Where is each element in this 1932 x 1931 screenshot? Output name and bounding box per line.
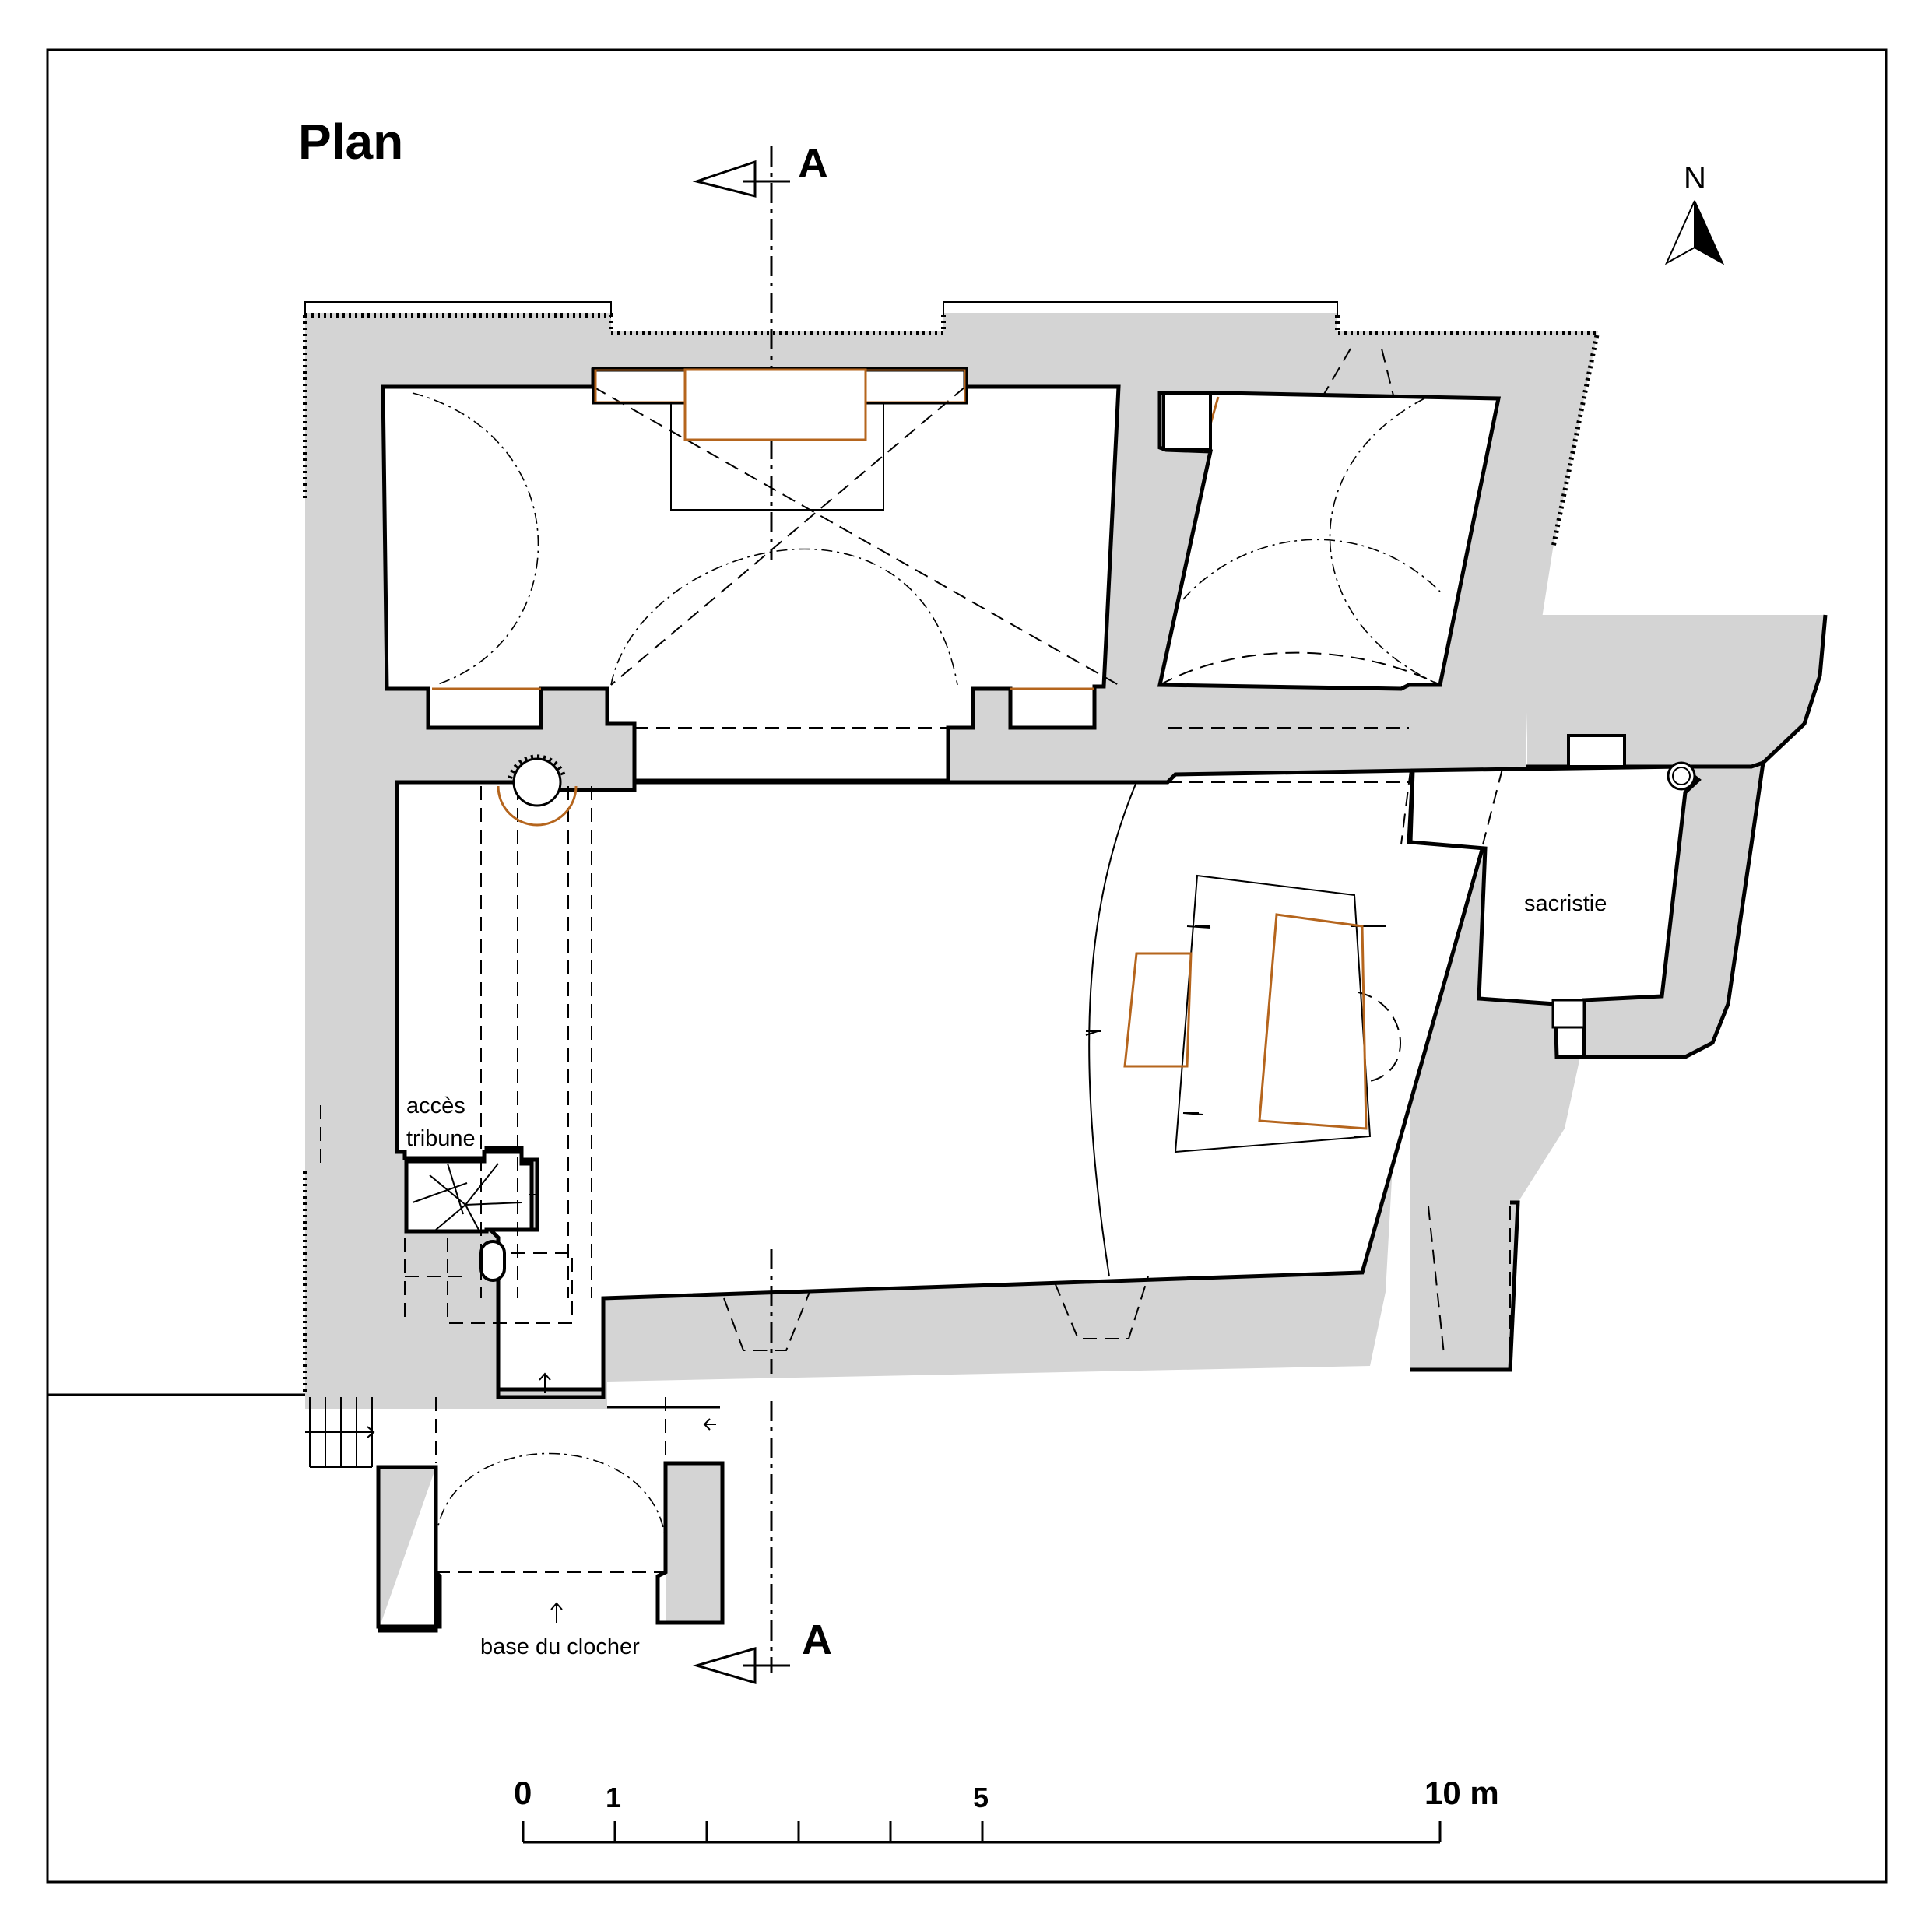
scale-label-1: 1 bbox=[606, 1782, 621, 1813]
room-label-acces-line1: accès bbox=[406, 1094, 465, 1118]
pillar-circle bbox=[512, 757, 562, 807]
sacristy-column bbox=[1667, 761, 1696, 791]
furnishings bbox=[432, 367, 1615, 1153]
scale-label-5: 5 bbox=[973, 1782, 989, 1813]
room-label-acces-line2: tribune bbox=[406, 1126, 476, 1151]
main-altar bbox=[1258, 913, 1368, 1130]
features bbox=[305, 391, 1696, 1623]
room-label-sacristie: sacristie bbox=[1524, 891, 1607, 916]
drawing-frame bbox=[46, 48, 1888, 1884]
scale-bar: 0 1 5 10 m bbox=[514, 1775, 1499, 1844]
chapel-altar bbox=[683, 368, 867, 441]
section-mark-top: A bbox=[798, 140, 828, 187]
section-axis: A A bbox=[692, 140, 832, 1685]
plan-title: Plan bbox=[298, 114, 403, 170]
dotted-edges bbox=[303, 301, 1600, 1393]
vault-arcs bbox=[412, 392, 1441, 1542]
rooms bbox=[378, 367, 1702, 1633]
scale-label-10: 10 m bbox=[1424, 1775, 1499, 1811]
north-arrow: N bbox=[1664, 161, 1725, 265]
vault-projections bbox=[320, 348, 1511, 1573]
nave-boundary bbox=[1088, 781, 1137, 1277]
room-label-base-clocher: base du clocher bbox=[480, 1634, 640, 1659]
north-label: N bbox=[1684, 161, 1706, 195]
scale-label-0: 0 bbox=[514, 1775, 532, 1811]
section-mark-bottom: A bbox=[802, 1617, 832, 1663]
tribune-stair bbox=[404, 1150, 534, 1234]
